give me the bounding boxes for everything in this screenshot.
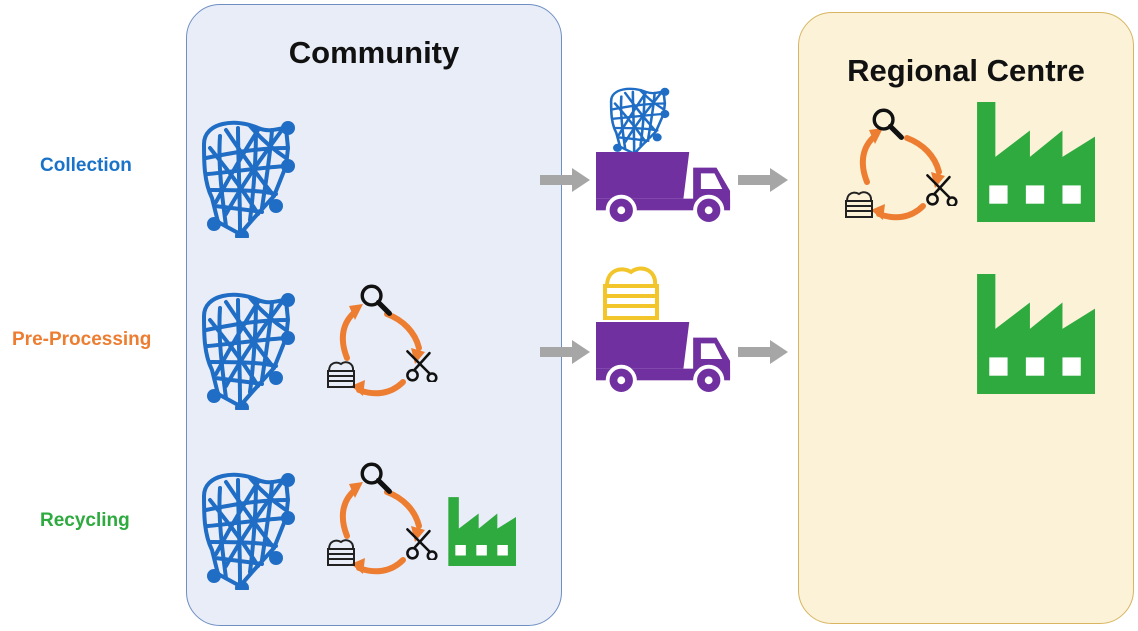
arrow-right-icon [540, 340, 590, 364]
scissors-icon [404, 526, 438, 560]
fishing-net-icon [196, 470, 296, 590]
dump-truck-icon [596, 318, 732, 396]
arrow-right-icon [738, 340, 788, 364]
bale-icon [326, 358, 356, 388]
pre-processing-cycle [320, 282, 440, 402]
regional-centre-panel: Regional Centre [798, 12, 1134, 624]
scissors-icon [924, 172, 958, 206]
fishing-net-icon [196, 290, 296, 410]
bale-icon [326, 536, 356, 566]
regional-processing-cycle [840, 106, 960, 226]
factory-icon [972, 100, 1096, 222]
arrow-right-icon [738, 168, 788, 192]
regional-centre-title: Regional Centre [847, 53, 1085, 88]
dump-truck-icon [596, 148, 732, 226]
community-title: Community [288, 35, 460, 70]
scissors-icon [404, 348, 438, 382]
bale-icon [600, 260, 662, 320]
stage-label-pre-processing: Pre-Processing [12, 329, 152, 350]
magnifier-icon [358, 460, 392, 494]
bale-icon [844, 188, 874, 218]
stage-label-collection: Collection [40, 155, 132, 176]
recycling-cycle [320, 460, 440, 580]
factory-icon [446, 496, 516, 566]
magnifier-icon [358, 282, 392, 316]
arrow-right-icon [540, 168, 590, 192]
fishing-net-icon [196, 118, 296, 238]
fishing-net-icon [606, 86, 670, 156]
magnifier-icon [870, 106, 904, 140]
stage-label-recycling: Recycling [40, 510, 130, 531]
factory-icon [972, 272, 1096, 394]
